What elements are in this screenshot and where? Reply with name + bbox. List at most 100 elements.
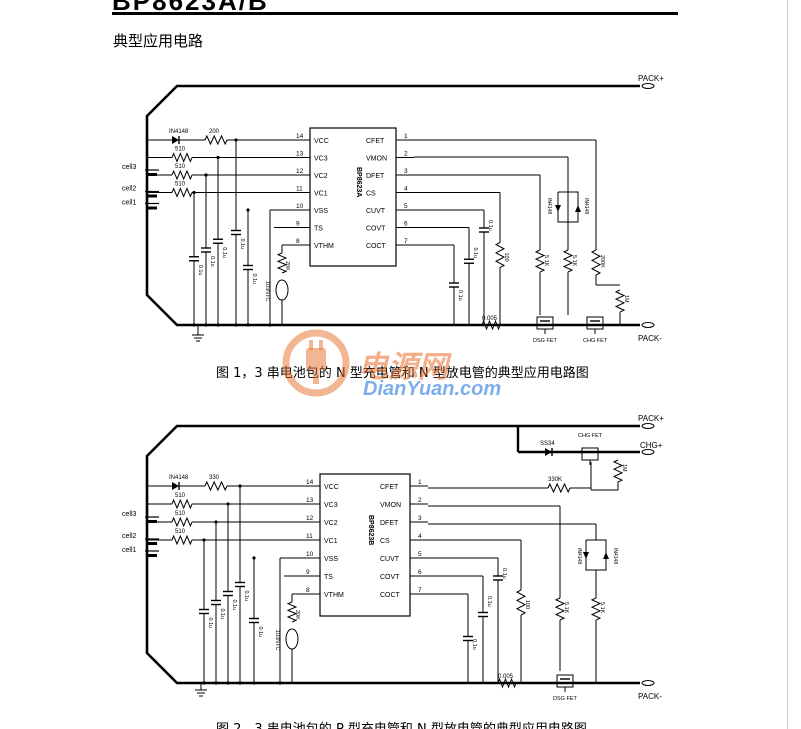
pin-name: COVT [366,226,386,233]
resistor-cell [171,498,193,510]
pack-minus-label: PACK- [638,692,662,701]
cap-label: 0.1u [471,639,477,650]
pin-number: 14 [306,479,314,486]
connector-terminal [641,423,655,429]
resistor-20k [276,252,288,274]
pin-name: CUVT [380,556,400,563]
resistor-label: 20K [294,610,300,620]
resistor-label: 100 [524,600,530,609]
watermark-text-cn: 电源网 [358,350,448,385]
resistor-5k [534,249,546,273]
cap-label: 0.1u [207,618,213,629]
cap-label: 0.1u [487,220,493,231]
pin-number: 8 [296,238,300,245]
page-edge-line [787,0,788,729]
diode [545,448,552,456]
pin-number: 3 [418,515,422,522]
pin-number: 4 [418,533,422,540]
watermark-plug-logo [282,329,350,397]
resistor-label: 510 [175,164,186,170]
pin-number: 7 [418,587,422,594]
diode-label: IN4148 [546,198,552,214]
pin-name: VCC [314,138,329,145]
resistor-cell [171,169,193,181]
ic-part-number: BP8623B [367,515,374,545]
pin-number: 13 [306,497,314,504]
resistor-vcc [204,134,228,146]
diode-label: IN4148 [169,129,189,135]
junction-dot [252,681,256,685]
resistor-label: 200K [599,255,605,268]
pin-name: CFET [366,138,385,145]
ic-chip [309,127,397,267]
resistor-label: 5.1K [563,602,569,614]
connector-terminal [641,680,655,686]
resistor-label: 1M [621,464,627,472]
cap-label: 0.1u [197,265,203,276]
resistor-label: 200 [209,129,220,135]
cap-label: 0.1u [457,290,463,301]
pin-name: VCC [324,484,339,491]
resistor-5k [554,597,566,621]
pin-name: TS [324,574,333,581]
diode [603,552,609,559]
diode [172,482,179,490]
resistor-label: 20K [284,261,290,271]
cap-label: 0.1u [251,274,257,285]
cap-label: 0.1u [257,627,263,638]
pin-name: COCT [366,243,387,250]
figure-2-caption: 图 2，3 串电池包的 P 型充电管和 N 型放电管的典型应用电路图 [216,718,587,729]
pin-name: DFET [366,173,385,180]
pin-number: 12 [306,515,314,522]
battery-cell [147,542,157,545]
resistor-20k [286,601,298,623]
pin-number: 14 [296,133,304,140]
chg-mosfet [586,316,604,330]
resistor-330k [547,482,571,494]
cap-label: 0.1u [219,609,225,620]
pin-name: VTHM [314,243,334,250]
ic-part-number: BP8623A [355,167,362,197]
pack-plus-label: PACK+ [638,74,664,83]
cell-label: cell3 [122,164,137,171]
resistor-label: 510 [175,493,186,499]
cap-label: 0.1u [243,591,249,602]
battery-cell [147,554,157,557]
connector-terminal [641,322,655,328]
resistor-vcc [204,480,228,492]
resistor-cs [494,242,506,268]
pin-name: VMON [366,156,387,163]
pin-name: COCT [380,592,401,599]
pin-number: 5 [418,551,422,558]
pin-number: 12 [296,168,304,175]
pin-name: DFET [380,520,399,527]
resistor-5k [562,249,574,273]
resistor-label: 5.1K [571,255,577,267]
diode-label: IN4148 [612,548,618,564]
resistor-label: 1M [623,295,629,303]
junction-dot [226,681,230,685]
junction-dot [214,681,218,685]
cell-label: cell2 [122,186,137,193]
pin-name: VC2 [324,520,338,527]
chg-fet-label: CHG FET [583,338,608,344]
watermark-text-en: DianYuan.com [363,378,502,400]
diode [172,136,179,144]
pin-number: 10 [306,551,314,558]
cell-label: cell1 [122,200,137,207]
resistor-cs [515,589,527,616]
battery-cell [147,194,157,198]
sense-resistor [481,319,501,331]
junction-dot [238,681,242,685]
pin-number: 5 [404,203,408,210]
resistor-label: 510 [175,147,186,153]
pin-name: VC1 [314,191,328,198]
dsg-fet-label: DSG FET [533,338,557,344]
pin-number: 7 [404,238,408,245]
diode-label: IN4148 [583,198,589,214]
ss34-label: SS34 [540,441,555,447]
pin-name: CUVT [366,208,386,215]
diode-label: IN4148 [576,548,582,564]
pin-name: VMON [380,502,401,509]
